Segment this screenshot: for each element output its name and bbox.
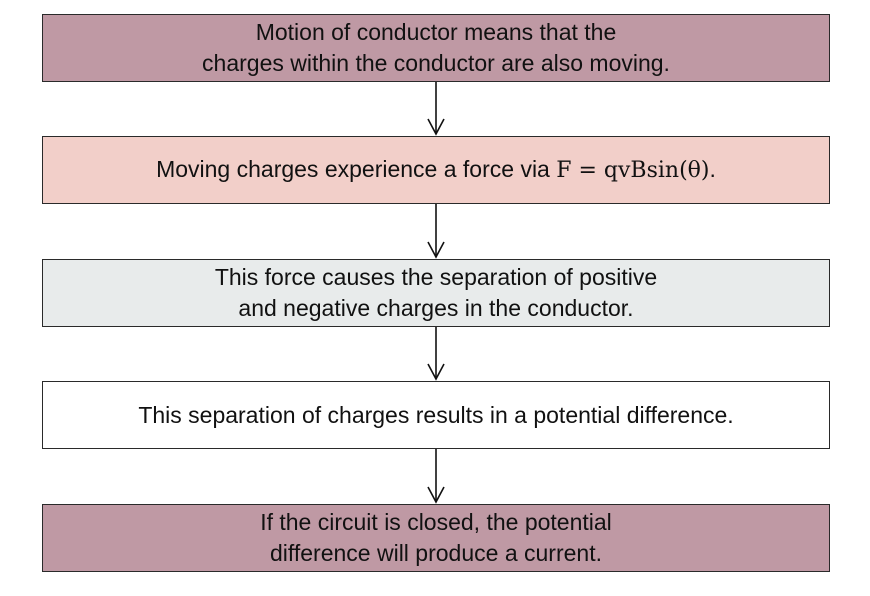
force-equation: F = qvBsin(θ) [556, 158, 710, 183]
step-box-2: Moving charges experience a force via F … [42, 136, 830, 204]
step-text-3: This force causes the separation of posi… [215, 262, 657, 324]
step-3-line-2: and negative charges in the conductor. [238, 295, 634, 321]
arrow-3-to-4 [427, 327, 445, 381]
step-box-3: This force causes the separation of posi… [42, 259, 830, 327]
arrow-4-to-5 [427, 449, 445, 504]
step-2-text-after: . [709, 156, 716, 182]
step-text-4: This separation of charges results in a … [138, 400, 733, 431]
step-3-line-1: This force causes the separation of posi… [214, 264, 658, 290]
step-2-text-before: Moving charges experience a force via [156, 156, 557, 182]
step-5-line-1: If the circuit is closed, the potential [260, 509, 612, 535]
arrow-1-to-2 [427, 82, 445, 136]
step-box-5: If the circuit is closed, the potential … [42, 504, 830, 572]
step-5-line-2: difference will produce a current. [270, 540, 602, 566]
step-text-1: Motion of conductor means that the charg… [202, 17, 670, 79]
step-4-line-1: This separation of charges results in a … [138, 401, 734, 428]
arrow-2-to-3 [427, 204, 445, 259]
step-box-1: Motion of conductor means that the charg… [42, 14, 830, 82]
step-box-4: This separation of charges results in a … [42, 381, 830, 449]
step-1-line-2: charges within the conductor are also mo… [202, 50, 670, 76]
step-text-2: Moving charges experience a force via F … [156, 154, 716, 186]
step-1-line-1: Motion of conductor means that the [255, 19, 617, 45]
step-text-5: If the circuit is closed, the potential … [260, 507, 612, 569]
